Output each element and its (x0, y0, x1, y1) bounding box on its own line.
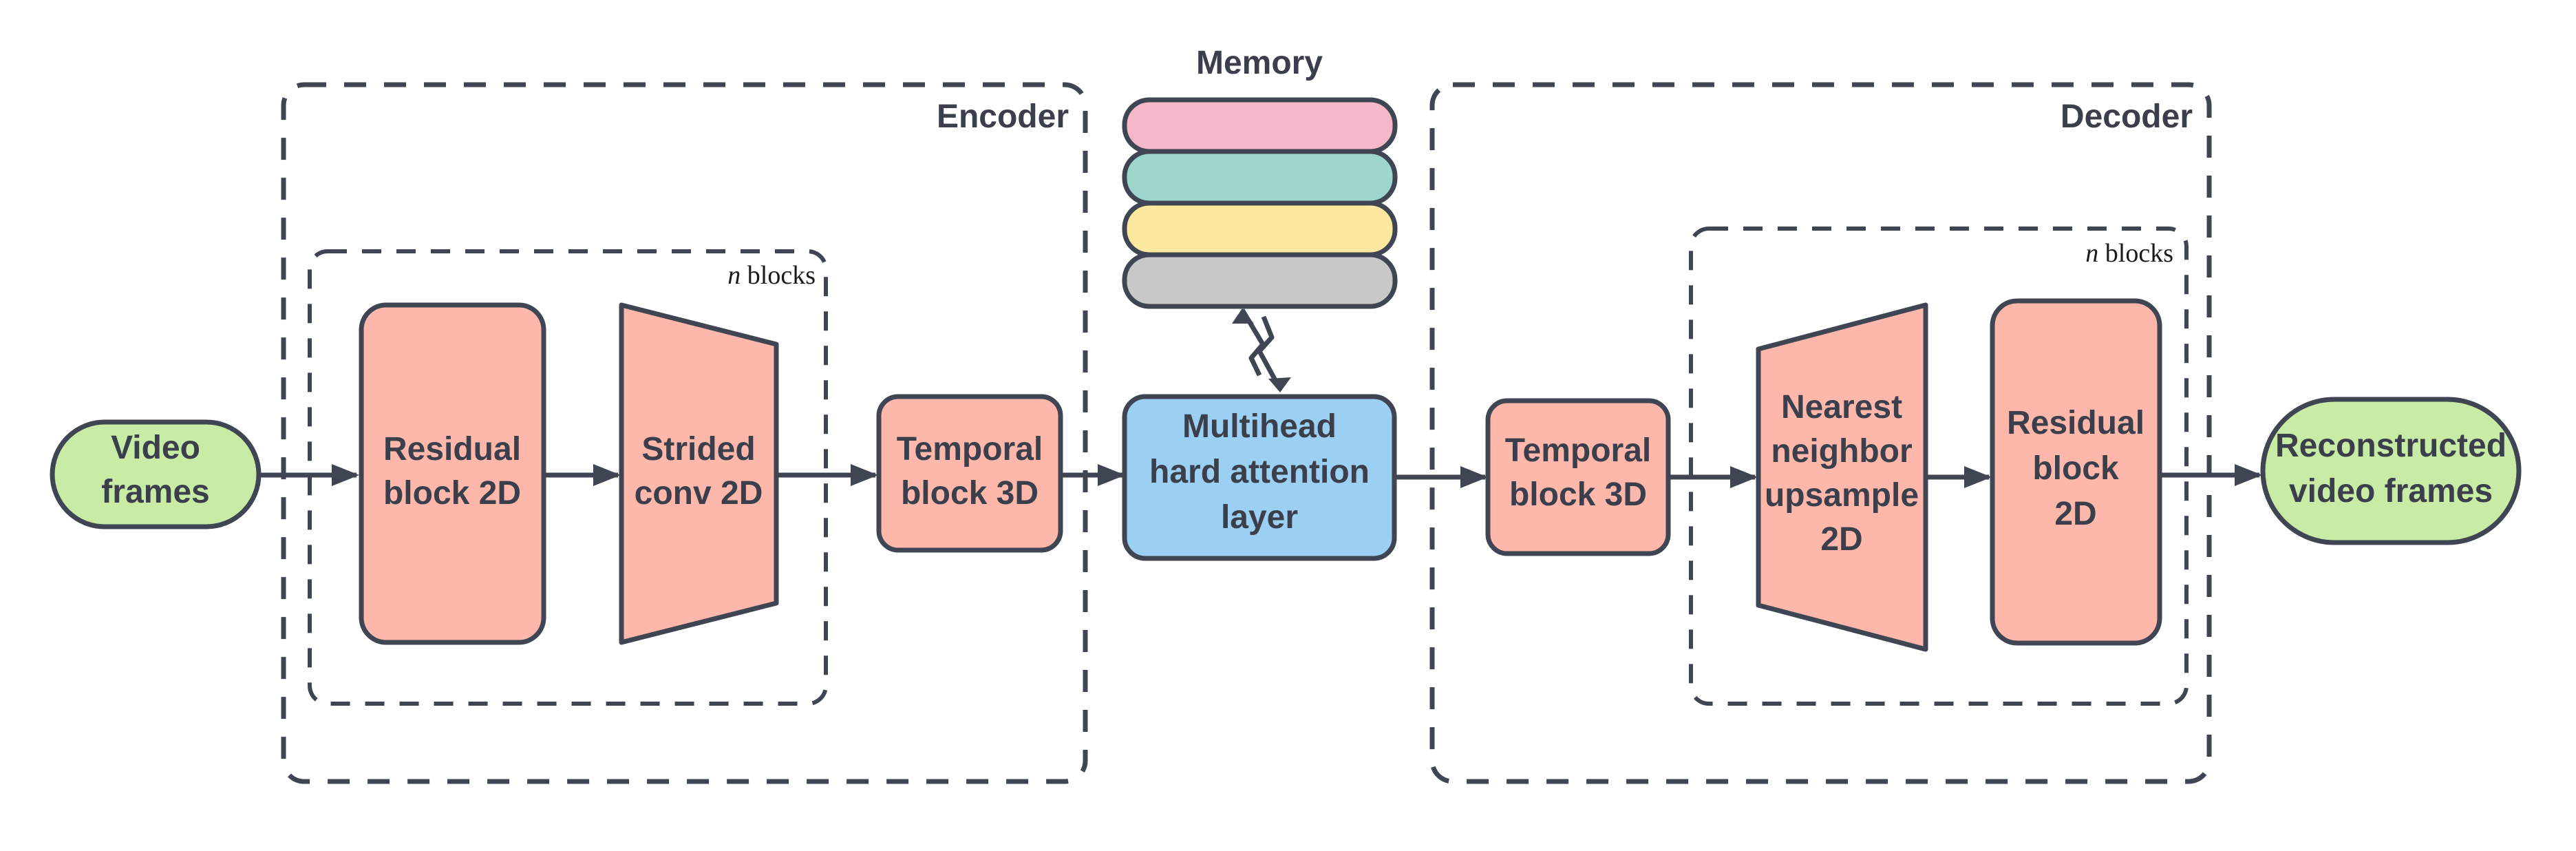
decoder-nblocks-label: n blocks (2085, 239, 2173, 268)
encoder-container (281, 82, 1088, 784)
connections (259, 464, 2262, 488)
decoder-label: Decoder (2061, 98, 2193, 135)
memory-slot-1 (1122, 97, 1398, 154)
encoder-label: Encoder (937, 98, 1069, 135)
decoder-nblocks-container (1689, 227, 2189, 706)
memory-slot-3 (1122, 200, 1398, 258)
memory-slot-2 (1122, 149, 1398, 206)
decoder-container (1429, 82, 2212, 784)
memory-slot-4 (1122, 252, 1398, 309)
encoder-nblocks-label: n blocks (727, 261, 816, 290)
memory-attention-arrow (1232, 308, 1291, 392)
memory-label: Memory (1196, 45, 1323, 81)
memory-stack: Memory (1122, 45, 1398, 309)
